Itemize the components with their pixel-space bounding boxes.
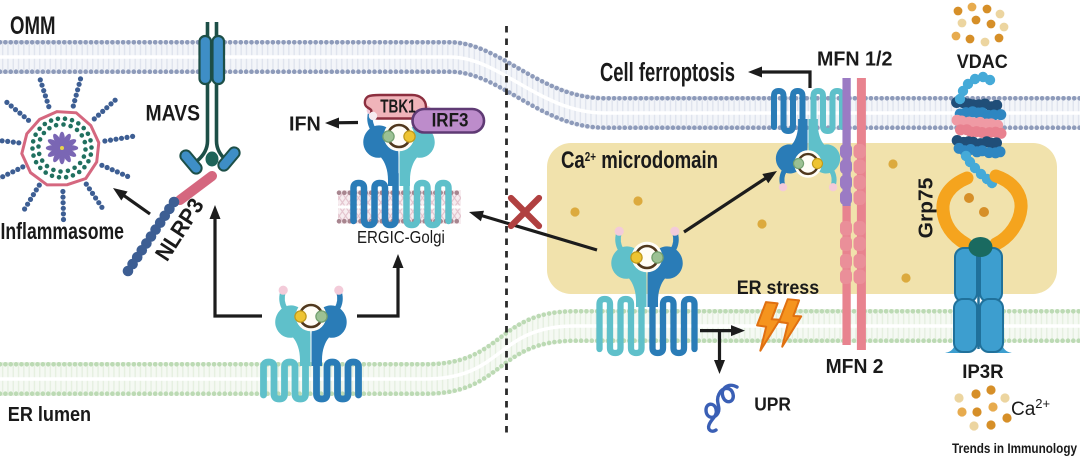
svg-text:Cell ferroptosis: Cell ferroptosis (600, 59, 735, 87)
svg-text:Trends in Immunology: Trends in Immunology (952, 440, 1077, 456)
svg-text:MFN 2: MFN 2 (826, 356, 884, 378)
svg-text:OMM: OMM (10, 12, 56, 40)
svg-text:ER stress: ER stress (737, 277, 820, 299)
svg-text:ER lumen: ER lumen (8, 404, 91, 426)
svg-text:ERGIC-Golgi: ERGIC-Golgi (357, 227, 445, 247)
svg-text:Inflammasome: Inflammasome (1, 218, 125, 244)
svg-text:IFN: IFN (289, 112, 321, 135)
svg-text:MFN 1/2: MFN 1/2 (817, 48, 892, 71)
svg-text:VDAC: VDAC (957, 52, 1008, 73)
svg-text:TBK1: TBK1 (380, 97, 416, 117)
svg-text:UPR: UPR (754, 393, 791, 414)
svg-text:Ca2+ microdomain: Ca2+ microdomain (561, 147, 718, 174)
svg-text:Grp75: Grp75 (915, 178, 938, 239)
svg-text:MAVS: MAVS (146, 101, 201, 126)
svg-text:IP3R: IP3R (962, 361, 1003, 383)
svg-text:IRF3: IRF3 (432, 111, 469, 132)
